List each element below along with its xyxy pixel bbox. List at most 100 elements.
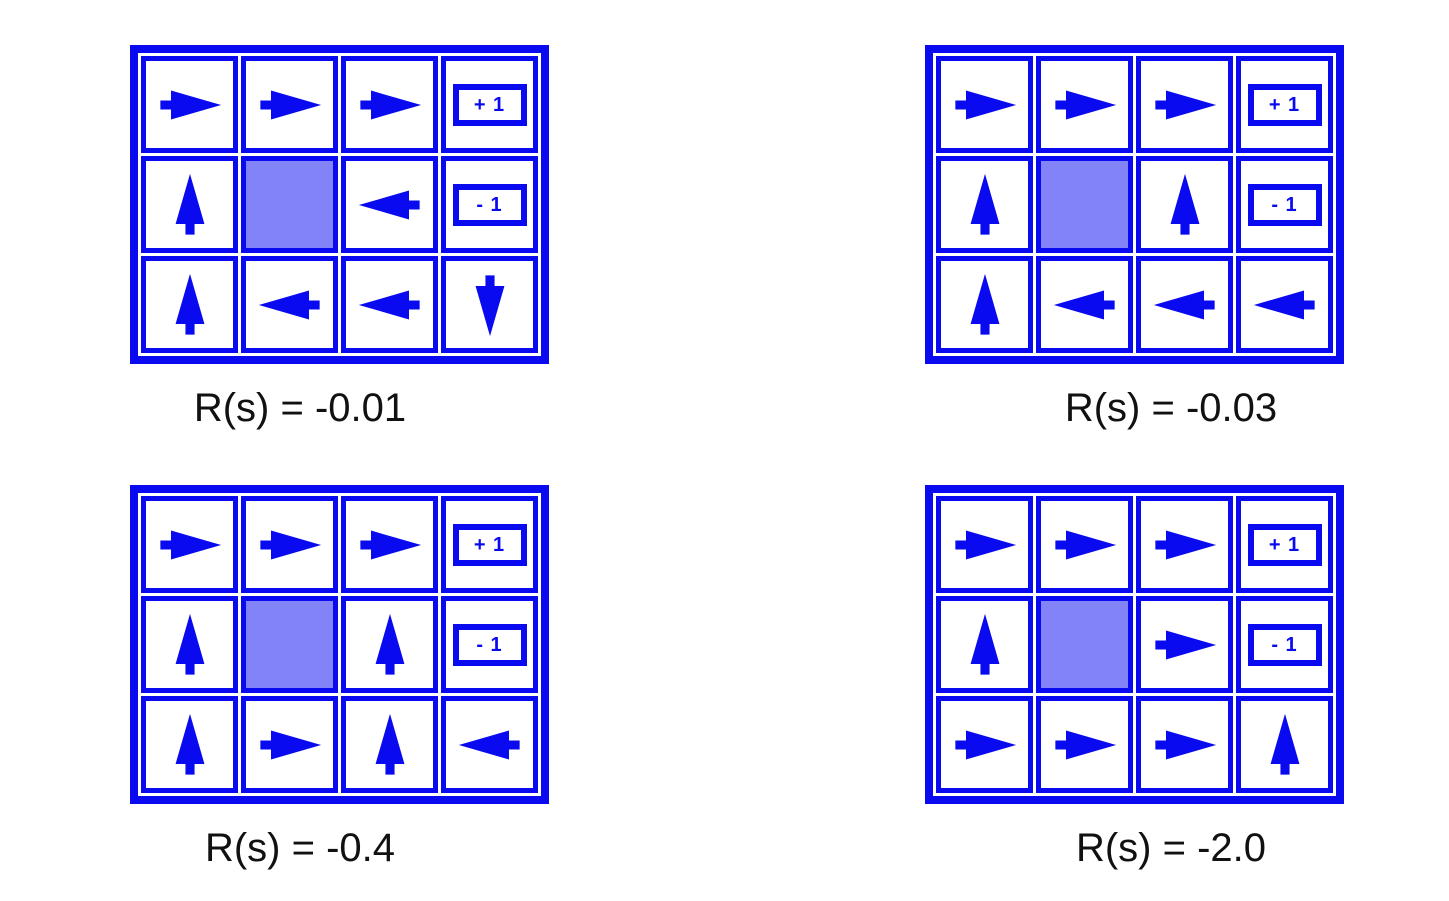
policy-cell bbox=[936, 56, 1033, 153]
policy-arrow-up-icon bbox=[970, 273, 999, 335]
policy-cell bbox=[141, 596, 238, 693]
policy-cell bbox=[241, 56, 338, 153]
policy-arrow-left-icon bbox=[458, 730, 520, 759]
policy-cell bbox=[141, 56, 238, 153]
minus-one-reward-box: - 1 bbox=[452, 623, 527, 666]
terminal-cell-minus-one: - 1 bbox=[441, 156, 538, 253]
terminal-cell-plus-one: + 1 bbox=[441, 56, 538, 153]
policy-arrow-left-icon bbox=[358, 290, 420, 319]
policy-cell bbox=[1136, 596, 1233, 693]
terminal-cell-plus-one: + 1 bbox=[1236, 496, 1333, 593]
policy-arrow-right-icon bbox=[359, 90, 421, 119]
policy-arrow-right-icon bbox=[1154, 530, 1216, 559]
reward-label: R(s) = -0.03 bbox=[1064, 386, 1278, 430]
policy-arrow-right-icon bbox=[954, 90, 1016, 119]
minus-one-reward-box: - 1 bbox=[1247, 623, 1322, 666]
plus-one-reward-box: + 1 bbox=[1247, 83, 1322, 126]
blocked-cell bbox=[1036, 156, 1133, 253]
policy-arrow-right-icon bbox=[1054, 730, 1116, 759]
policy-cell bbox=[241, 696, 338, 793]
policy-arrow-up-icon bbox=[1170, 173, 1199, 235]
policy-arrow-right-icon bbox=[359, 530, 421, 559]
policy-arrow-down-icon bbox=[475, 274, 504, 336]
policy-arrow-up-icon bbox=[175, 713, 204, 775]
policy-arrow-right-icon bbox=[1054, 90, 1116, 119]
terminal-cell-plus-one: + 1 bbox=[441, 496, 538, 593]
policy-arrow-left-icon bbox=[358, 190, 420, 219]
policy-cell bbox=[1036, 256, 1133, 353]
blocked-cell bbox=[241, 596, 338, 693]
policy-cell bbox=[341, 696, 438, 793]
policy-arrow-up-icon bbox=[970, 613, 999, 675]
plus-one-reward-box: + 1 bbox=[452, 523, 527, 566]
policy-arrow-right-icon bbox=[159, 90, 221, 119]
policy-cell bbox=[341, 496, 438, 593]
policy-cell bbox=[936, 256, 1033, 353]
reward-label: R(s) = -2.0 bbox=[1075, 826, 1267, 870]
terminal-cell-minus-one: - 1 bbox=[1236, 596, 1333, 693]
policy-cell bbox=[341, 156, 438, 253]
reward-label: R(s) = -0.4 bbox=[204, 826, 396, 870]
gridworld-quadrant-2: + 1 - 1 R(s) = -0.03 bbox=[925, 45, 1355, 431]
policy-arrow-right-icon bbox=[1154, 730, 1216, 759]
policy-arrow-right-icon bbox=[259, 730, 321, 759]
policy-cell bbox=[1136, 156, 1233, 253]
policy-arrow-left-icon bbox=[1153, 290, 1215, 319]
policy-cell bbox=[1136, 256, 1233, 353]
policy-cell bbox=[341, 596, 438, 693]
minus-one-reward-box: - 1 bbox=[1247, 183, 1322, 226]
policy-arrow-right-icon bbox=[954, 530, 1016, 559]
policy-cell bbox=[1136, 496, 1233, 593]
policy-arrow-right-icon bbox=[259, 530, 321, 559]
reward-label: R(s) = -0.01 bbox=[193, 386, 407, 430]
policy-cell bbox=[1036, 56, 1133, 153]
policy-arrow-up-icon bbox=[970, 173, 999, 235]
policy-arrow-right-icon bbox=[1154, 90, 1216, 119]
policy-cell bbox=[141, 496, 238, 593]
policy-arrow-right-icon bbox=[1054, 530, 1116, 559]
policy-cell bbox=[1136, 696, 1233, 793]
gridworld-quadrant-3: + 1 - 1 R(s) = -0.4 bbox=[130, 485, 560, 871]
policy-cell bbox=[1036, 696, 1133, 793]
policy-cell bbox=[936, 696, 1033, 793]
policy-arrow-right-icon bbox=[1154, 630, 1216, 659]
gridworld-quadrant-4: + 1 - 1 R(s) = -2.0 bbox=[925, 485, 1355, 871]
plus-one-reward-box: + 1 bbox=[1247, 523, 1322, 566]
plus-one-reward-box: + 1 bbox=[452, 83, 527, 126]
policy-cell bbox=[341, 256, 438, 353]
terminal-cell-minus-one: - 1 bbox=[441, 596, 538, 693]
policy-cell bbox=[341, 56, 438, 153]
terminal-cell-plus-one: + 1 bbox=[1236, 56, 1333, 153]
policy-cell bbox=[441, 256, 538, 353]
terminal-cell-minus-one: - 1 bbox=[1236, 156, 1333, 253]
policy-arrow-left-icon bbox=[1053, 290, 1115, 319]
policy-cell bbox=[936, 496, 1033, 593]
policy-arrow-right-icon bbox=[159, 530, 221, 559]
policy-arrow-left-icon bbox=[258, 290, 320, 319]
policy-cell bbox=[1136, 56, 1233, 153]
gridworld-grid-1: + 1 - 1 bbox=[130, 45, 549, 364]
gridworld-quadrant-1: + 1 - 1 R(s) = -0.01 bbox=[130, 45, 560, 431]
policy-cell bbox=[141, 696, 238, 793]
policy-cell bbox=[936, 596, 1033, 693]
policy-cell bbox=[141, 156, 238, 253]
blocked-cell bbox=[1036, 596, 1133, 693]
policy-arrow-up-icon bbox=[1270, 713, 1299, 775]
policy-cell bbox=[936, 156, 1033, 253]
policy-arrow-up-icon bbox=[175, 613, 204, 675]
policy-cell bbox=[1236, 696, 1333, 793]
gridworld-grid-4: + 1 - 1 bbox=[925, 485, 1344, 804]
minus-one-reward-box: - 1 bbox=[452, 183, 527, 226]
gridworld-grid-2: + 1 - 1 bbox=[925, 45, 1344, 364]
policy-cell bbox=[1036, 496, 1133, 593]
blocked-cell bbox=[241, 156, 338, 253]
policy-cell bbox=[1236, 256, 1333, 353]
policy-arrow-up-icon bbox=[175, 273, 204, 335]
policy-arrow-up-icon bbox=[375, 713, 404, 775]
policy-cell bbox=[441, 696, 538, 793]
policy-cell bbox=[241, 496, 338, 593]
policy-arrow-up-icon bbox=[375, 613, 404, 675]
policy-arrow-right-icon bbox=[259, 90, 321, 119]
policy-arrow-right-icon bbox=[954, 730, 1016, 759]
policy-arrow-left-icon bbox=[1253, 290, 1315, 319]
